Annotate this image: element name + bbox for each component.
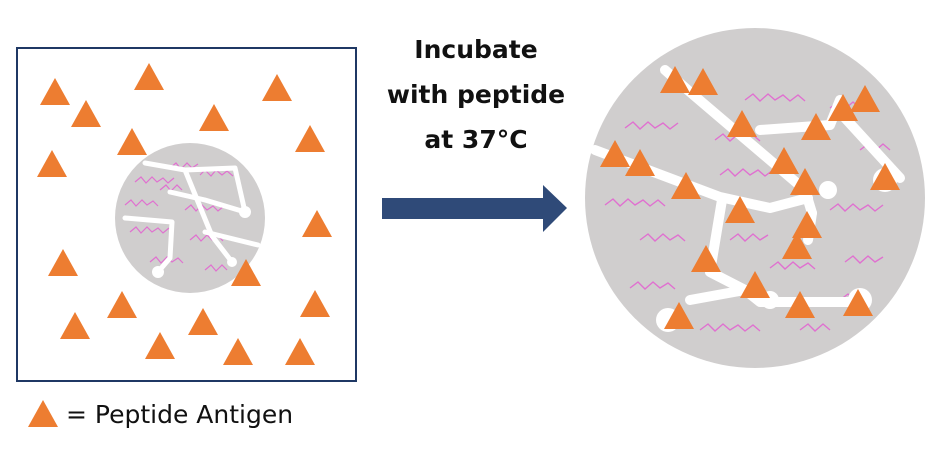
after-panel (585, 28, 925, 368)
legend-antigen-icon (28, 400, 58, 427)
caption-line-3: at 37°C (424, 125, 527, 154)
large-porous-particle (585, 28, 925, 368)
right-arrow (382, 185, 567, 232)
before-panel (16, 47, 357, 382)
legend: = Peptide Antigen (28, 400, 293, 429)
solution-frame (16, 47, 357, 382)
caption-line-1: Incubate (414, 35, 537, 64)
pore-channels (122, 160, 261, 275)
process-caption: Incubate with peptide at 37°C (387, 35, 565, 154)
caption-line-2: with peptide (387, 80, 565, 109)
process-step: Incubate with peptide at 37°C (382, 35, 567, 232)
small-porous-particle (115, 143, 265, 293)
legend-label: = Peptide Antigen (66, 400, 293, 429)
